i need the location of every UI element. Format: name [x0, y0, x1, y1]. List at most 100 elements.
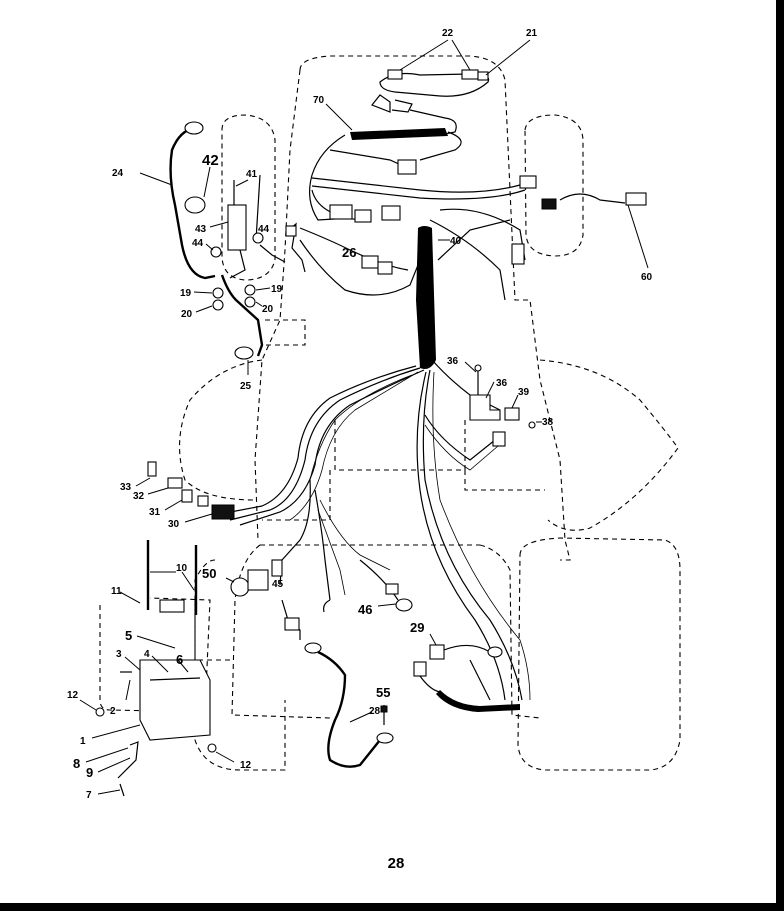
ground-wire-25	[193, 274, 271, 375]
callout-55: 55	[376, 685, 390, 700]
callout-28: 28	[369, 706, 381, 717]
harness-right-down-2	[429, 219, 506, 301]
harness-main-4	[289, 371, 419, 521]
connector-46	[385, 583, 399, 595]
conduit-lower	[436, 690, 520, 712]
leader-42	[203, 166, 211, 198]
ignition-assembly	[139, 121, 306, 280]
solenoid-50-body	[247, 569, 269, 591]
leader-50	[225, 577, 235, 583]
ring-terminal-28-top	[304, 642, 322, 654]
leader-3	[124, 656, 141, 671]
ring-terminal-29	[487, 646, 503, 658]
wire-28	[317, 650, 381, 768]
fender-left-outline	[179, 359, 263, 501]
leader-20-left	[195, 305, 213, 313]
leader-30	[184, 513, 213, 523]
harness-to-connector-b	[424, 414, 496, 461]
connector-lower-right	[492, 431, 506, 447]
callout-45: 45	[272, 579, 284, 590]
leader-8	[85, 747, 129, 763]
leader-36b	[485, 381, 495, 399]
callout-38: 38	[542, 417, 554, 428]
wheel-front-left-outline	[221, 114, 276, 281]
wire-29-b	[443, 644, 491, 653]
strap	[409, 109, 457, 136]
switch-lead	[229, 249, 246, 279]
callout-5: 5	[125, 628, 132, 643]
callout-50: 50	[202, 566, 216, 581]
callout-36-right: 36	[496, 378, 508, 389]
main-harness	[219, 359, 531, 701]
ground-wire-28	[304, 642, 394, 768]
screw-36-head	[474, 364, 482, 372]
plug-small-2	[391, 99, 413, 113]
connector-center-a	[329, 204, 353, 220]
deck-outline-right	[464, 470, 545, 491]
callout-33: 33	[120, 482, 132, 493]
ring-terminal-25	[234, 346, 254, 360]
connector-60-end	[625, 192, 647, 206]
fuse-holder-45	[284, 617, 300, 631]
part-32	[167, 477, 183, 489]
harness-to-rear	[314, 489, 331, 601]
connector-21	[477, 71, 489, 81]
connector-center-c	[381, 205, 401, 221]
deck-outline-left	[262, 470, 331, 521]
harness-upper-1	[311, 177, 521, 193]
harness-main-2	[239, 369, 425, 526]
callout-22: 22	[442, 28, 454, 39]
harness-to-46	[319, 499, 391, 571]
callout-41: 41	[246, 169, 258, 180]
leader-4	[151, 655, 169, 673]
interlock-29	[413, 633, 520, 712]
connectors-26	[299, 204, 419, 296]
conduit-70	[308, 128, 462, 221]
nut-12-right	[207, 743, 217, 753]
leader-6	[177, 659, 189, 673]
chassis-outlines	[99, 55, 681, 771]
callout-19-right: 19	[271, 284, 283, 295]
part-33	[147, 461, 157, 477]
leader-9	[97, 757, 131, 773]
leader-5	[136, 635, 176, 649]
callout-39: 39	[518, 387, 530, 398]
wire-24	[169, 126, 216, 280]
scan-border-bottom	[0, 903, 784, 911]
callout-29: 29	[410, 620, 424, 635]
connector-29-left	[413, 661, 427, 677]
wheel-rear-right-outline	[517, 537, 681, 771]
callout-70: 70	[313, 95, 325, 106]
leader-36a	[464, 361, 477, 373]
battery-top-line	[149, 677, 201, 681]
callout-60: 60	[641, 272, 653, 283]
callout-labels: 22 21 70 42 24 41 43 44 44 26 40 60 19 1…	[67, 28, 653, 801]
callout-43: 43	[195, 224, 207, 235]
leader-19-right	[255, 287, 271, 291]
callout-10: 10	[176, 563, 188, 574]
callout-42: 42	[202, 152, 219, 169]
leader-44a	[205, 243, 214, 251]
harness-main-5	[309, 374, 413, 481]
callout-25: 25	[240, 381, 252, 392]
leader-21	[485, 39, 531, 76]
battery-body	[139, 659, 211, 741]
conduit-70-wire-right	[419, 131, 462, 161]
harness-26	[299, 227, 409, 271]
part-30-b	[197, 495, 209, 507]
battery-hold-bracket	[159, 599, 185, 613]
solenoid-50	[230, 577, 250, 597]
callout-19-left: 19	[180, 288, 192, 299]
callout-12-right: 12	[240, 760, 252, 771]
callout-12-left: 12	[67, 690, 79, 701]
callout-36-top: 36	[447, 356, 459, 367]
leader-12a	[79, 699, 97, 711]
nut-44-left	[210, 246, 222, 258]
leader-22a	[399, 39, 449, 71]
body-outline-right	[299, 55, 571, 561]
wheel-front-right-outline	[524, 114, 584, 257]
harness-to-connector-b-2	[424, 424, 499, 471]
callout-21: 21	[526, 28, 538, 39]
washer-20-left	[212, 299, 224, 311]
